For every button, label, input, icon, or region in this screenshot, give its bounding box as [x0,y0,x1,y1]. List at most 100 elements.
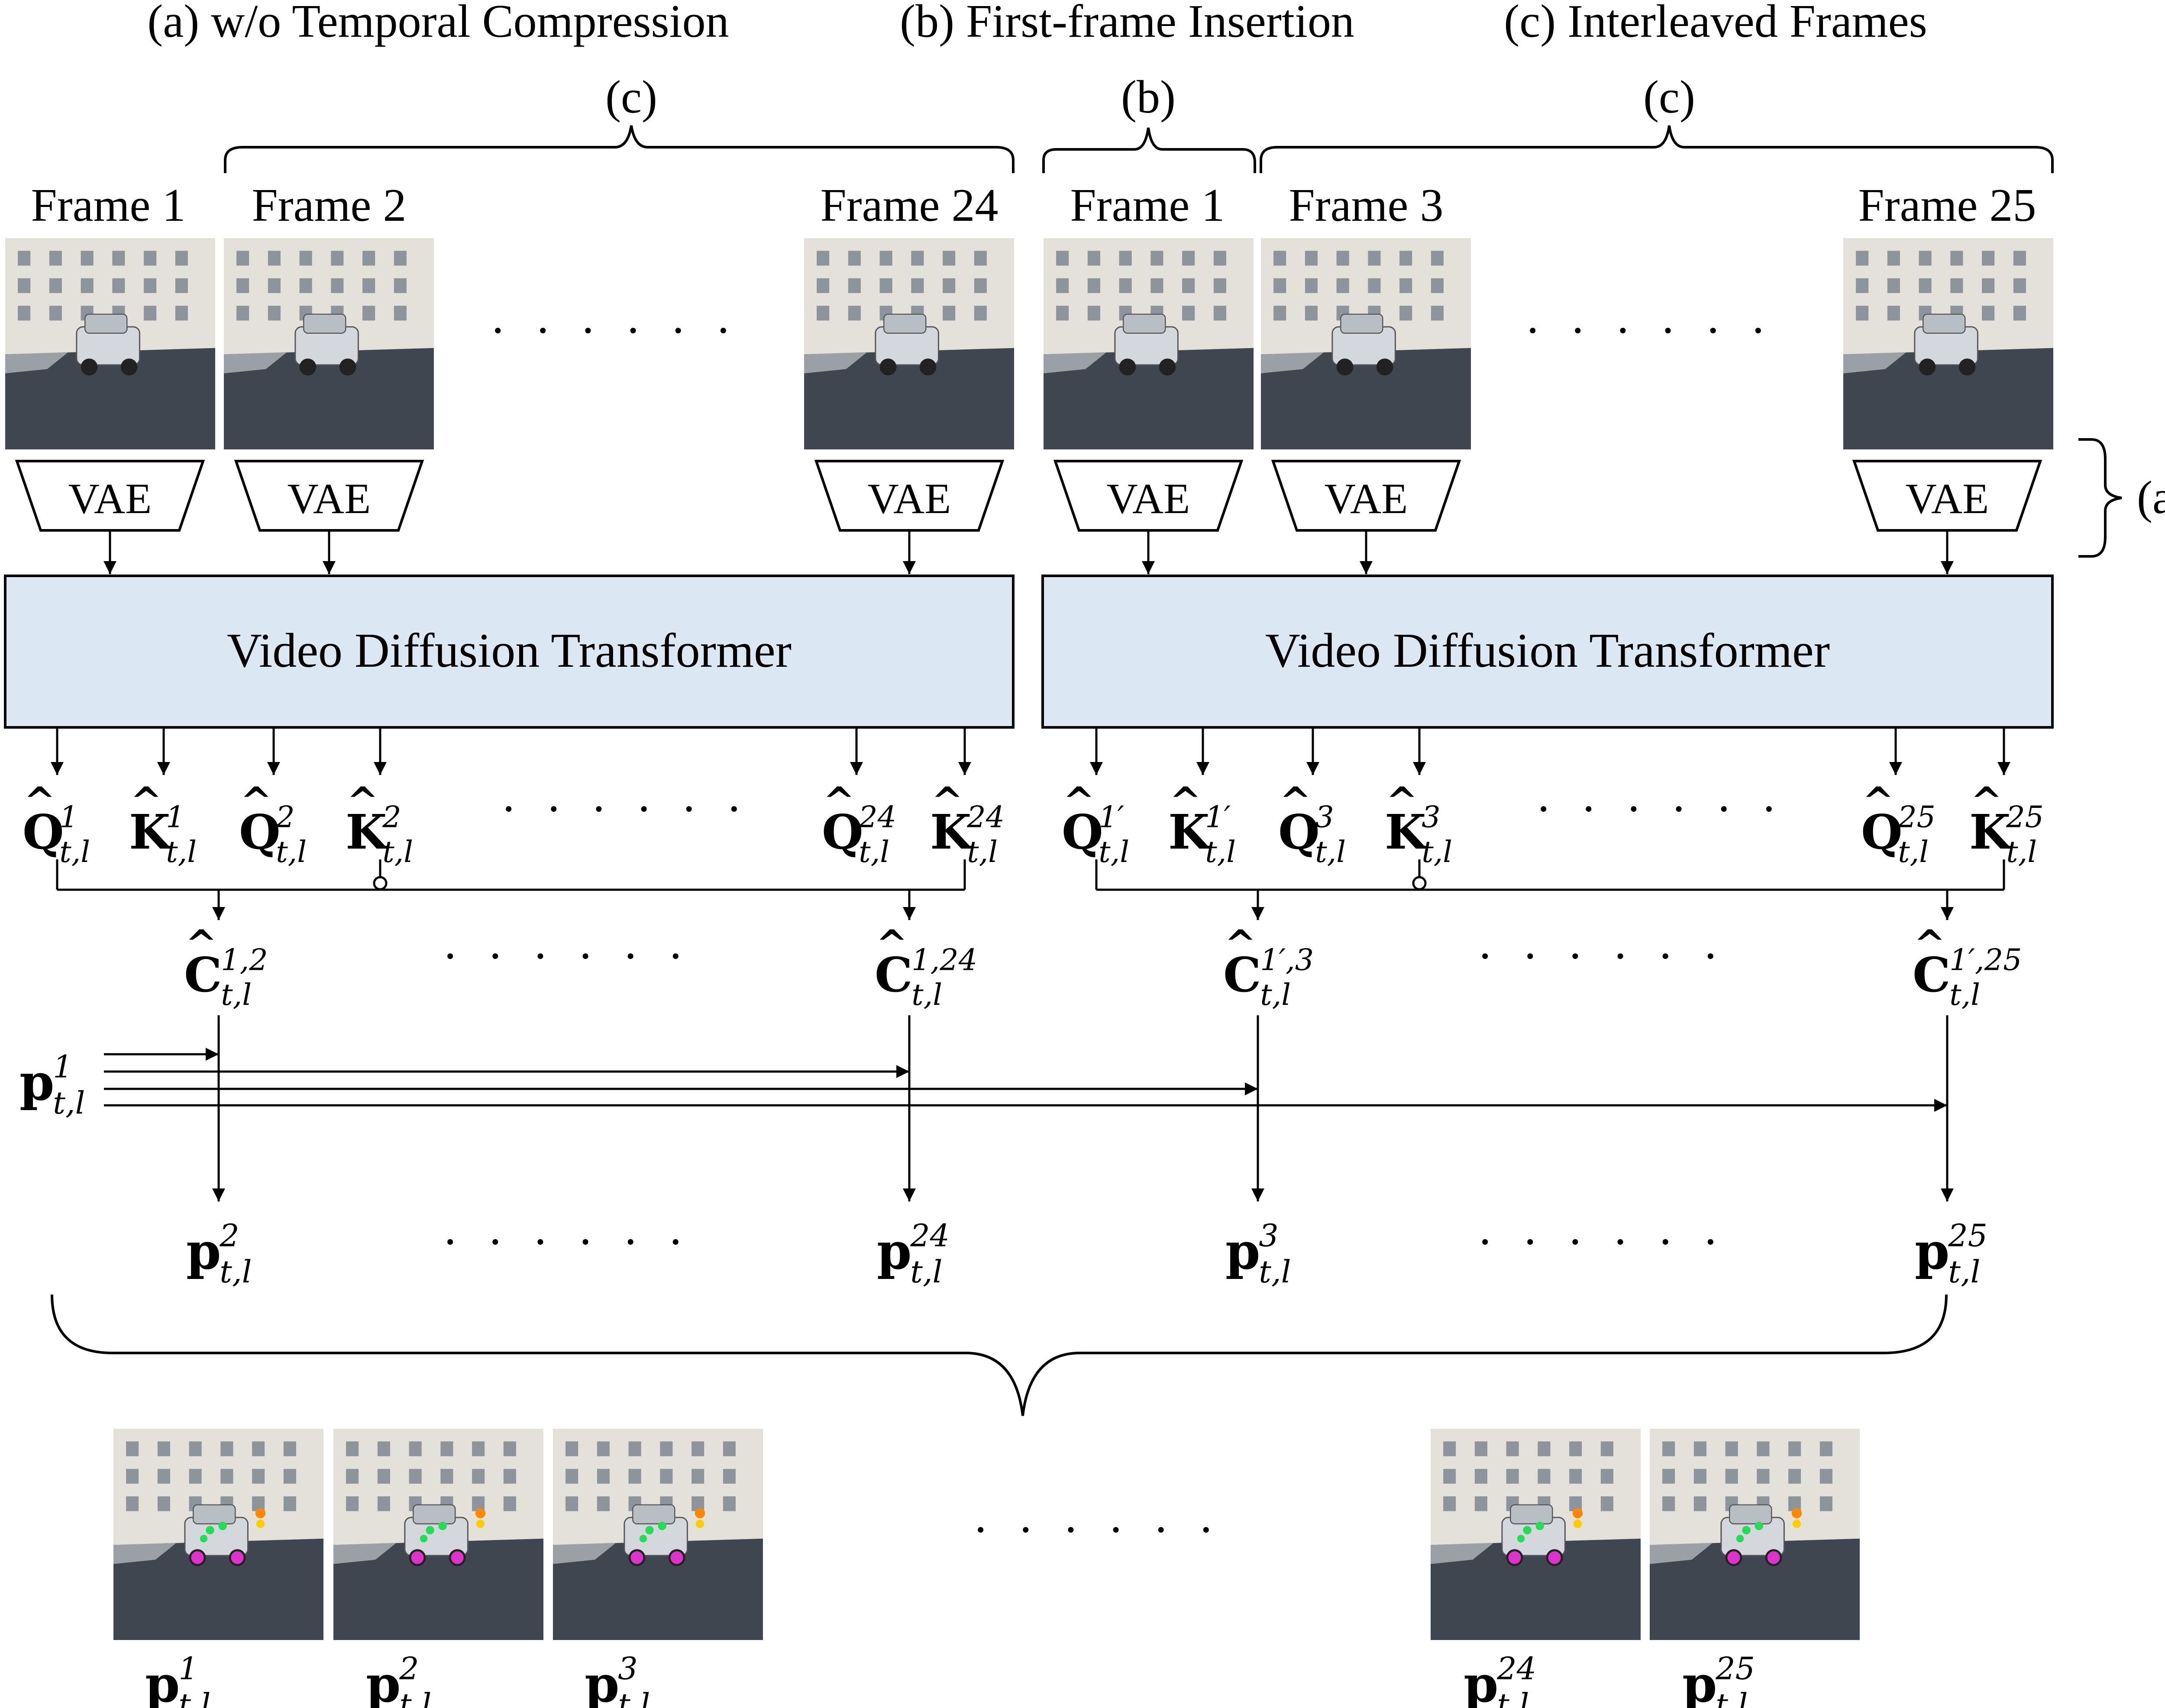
svg-text:Q: Q [23,804,64,860]
svg-text:p: p [877,1222,911,1281]
qk-left-0: Q^1t,l [23,778,90,869]
header-first-frame-insertion: (b) First-frame Insertion [900,0,1354,47]
svg-text:2: 2 [399,1650,419,1686]
p-bottom-2: p3t,l [585,1650,650,1708]
transformer-box-left [4,575,1015,729]
svg-text:K: K [346,804,388,860]
p-out-0: p2t,l [186,1217,252,1290]
vae-encoder-1: VAE [234,460,424,532]
svg-text:2: 2 [382,801,401,835]
svg-text:^: ^ [823,778,855,823]
brace-right-c [1260,125,2054,173]
svg-text:25: 25 [1948,1217,1987,1253]
tracked-thumb-2 [553,1429,763,1640]
qk-right-3: K^3t,l [1385,778,1452,869]
qk-left-2: Q^2t,l [239,778,307,869]
svg-text:1,24: 1,24 [911,943,977,978]
frame-thumb-left-2 [224,238,434,449]
svg-text:K: K [129,804,172,860]
tracked-thumb-3 [1431,1429,1641,1640]
svg-text:t,l: t,l [220,1254,252,1290]
svg-text:t,l: t,l [1497,1687,1529,1708]
svg-text:K: K [930,804,973,860]
svg-text:t,l: t,l [1948,1254,1980,1290]
qk-right-5: K^25t,l [1969,778,2044,869]
svg-text:^: ^ [1063,778,1095,823]
svg-text:p: p [585,1655,619,1708]
svg-text:t,l: t,l [221,978,252,1012]
svg-text:t,l: t,l [1099,835,1129,869]
svg-text:1: 1 [166,801,184,835]
ellipsis-pout-left: · · · · · · [442,1215,692,1268]
svg-text:p: p [145,1655,180,1708]
frame-thumb-right-25 [1843,238,2053,449]
svg-text:t,l: t,l [618,1687,650,1708]
svg-text:3: 3 [618,1650,637,1686]
svg-text:t,l: t,l [53,1085,85,1121]
svg-text:1,2: 1,2 [221,943,268,978]
frame-label-left-1: Frame 1 [31,180,186,231]
svg-text:p: p [1915,1222,1949,1281]
vae-label: VAE [868,475,951,523]
svg-text:t,l: t,l [1898,835,1929,869]
brace-label-right-b: (b) [1121,71,1176,123]
frame-thumb-right-3 [1261,238,1471,449]
brace-bottom [51,1294,1948,1416]
svg-text:t,l: t,l [59,835,90,869]
svg-text:25: 25 [1715,1650,1755,1686]
svg-text:t,l: t,l [2006,835,2037,869]
tracked-thumb-4 [1650,1429,1860,1640]
svg-text:p: p [1225,1222,1260,1281]
svg-text:p: p [1464,1655,1498,1708]
svg-text:1′: 1′ [1205,801,1231,835]
frame-label-left-24: Frame 24 [821,180,998,231]
svg-text:t,l: t,l [911,978,942,1012]
svg-text:24: 24 [858,801,896,835]
svg-text:^: ^ [240,778,272,823]
svg-text:1′: 1′ [1099,801,1124,835]
vae-encoder-4: VAE [1271,460,1461,532]
svg-text:p: p [186,1222,221,1281]
svg-text:t,l: t,l [276,835,307,869]
transformer-label-left: Video Diffusion Transformer [227,624,792,678]
vae-label: VAE [1325,475,1408,523]
correlation-0: C^1,2t,l [184,921,268,1012]
ellipsis-frames-right: · · · · · · [1525,304,1774,357]
svg-text:^: ^ [1386,778,1418,823]
svg-text:24: 24 [1496,1650,1536,1686]
svg-text:t,l: t,l [910,1254,942,1290]
svg-text:t,l: t,l [859,835,889,869]
transformer-box-right [1041,575,2054,729]
ellipsis-corr-right: · · · · · · [1477,930,1727,982]
correlation-2: C^1′,3t,l [1223,921,1314,1012]
brace-label-right-c: (c) [1643,71,1695,123]
brace-label-side-a: (a) [2137,472,2165,523]
vae-encoder-5: VAE [1852,460,2042,532]
svg-text:1′,25: 1′,25 [1949,943,2022,978]
svg-text:^: ^ [1914,921,1946,966]
svg-text:t,l: t,l [178,1687,210,1708]
ellipsis-pout-right: · · · · · · [1477,1215,1727,1268]
svg-text:t,l: t,l [166,835,197,869]
vae-label: VAE [1906,475,1989,523]
qk-left-3: K^2t,l [346,778,413,869]
svg-text:^: ^ [24,778,56,823]
qk-left-4: Q^24t,l [822,778,896,869]
svg-text:Q: Q [1861,804,1903,860]
svg-text:^: ^ [1862,778,1894,823]
qk-right-0: Q^1′t,l [1062,778,1129,869]
brace-left-c [224,125,1015,173]
qk-left-1: K^1t,l [129,778,197,869]
frame-label-right-3: Frame 3 [1289,180,1444,231]
svg-text:C: C [1223,947,1261,1003]
vae-encoder-3: VAE [1053,460,1244,532]
svg-text:t,l: t,l [1205,835,1236,869]
ellipsis-qk-right: · · · · · · [1535,782,1785,835]
svg-text:2: 2 [275,801,294,835]
tracked-thumb-1 [333,1429,543,1640]
svg-text:3: 3 [1422,801,1440,835]
svg-text:Q: Q [1278,804,1320,860]
